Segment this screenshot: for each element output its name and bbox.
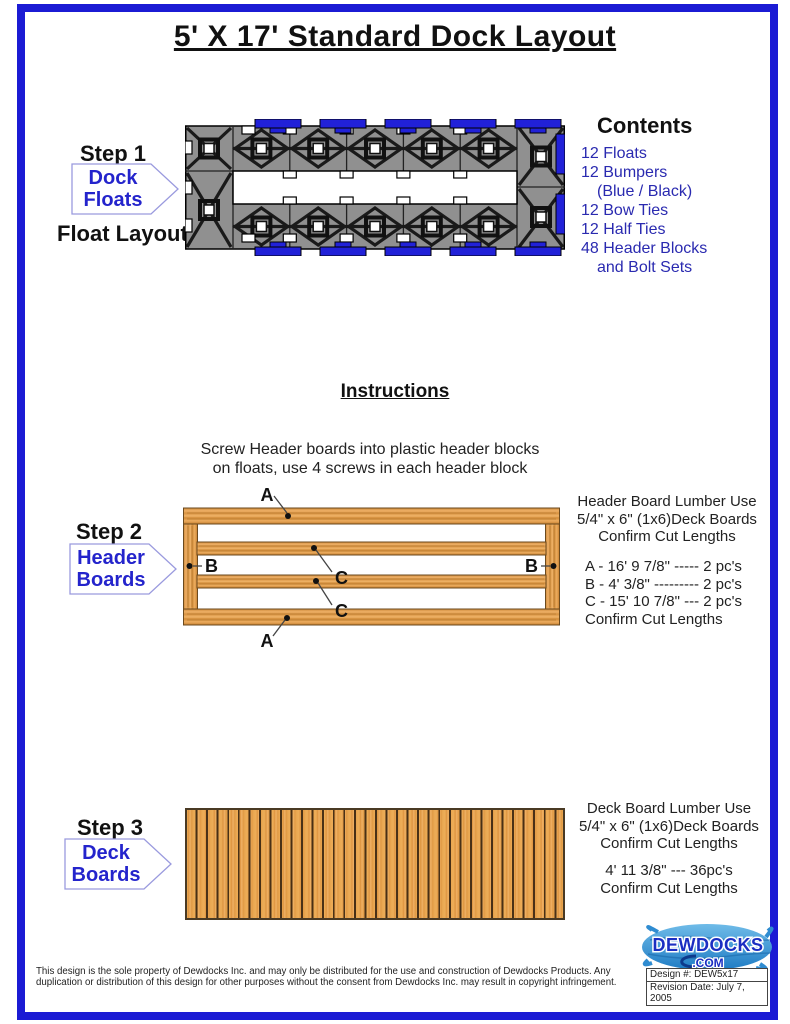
step2-label: Step 2: [76, 519, 143, 544]
arrow-shape: [71, 163, 179, 215]
header-board-a-bottom: [183, 608, 560, 626]
bumpers: [254, 119, 565, 256]
note-line2: on floats, use 4 screws in each header b…: [212, 460, 528, 477]
confirm-note: Confirm Cut Lengths: [600, 879, 738, 897]
step3-label: Step 3: [77, 815, 144, 840]
deck-board-lumber-note: Deck Board Lumber Use 5/4" x 6" (1x6)Dec…: [565, 800, 773, 853]
contents-item: 12 Half Ties: [581, 221, 666, 238]
header-board-cut-list: A - 16' 9 7/8" ----- 2 pc's B - 4' 3/8" …: [585, 558, 742, 628]
cut-item: C - 15' 10 7/8" --- 2 pc's: [585, 593, 742, 610]
header-board-c-lower: [196, 574, 547, 589]
lumber-line: Confirm Cut Lengths: [598, 528, 736, 545]
step3-tag-arrow: Deck Boards: [64, 838, 172, 890]
contents-item: 12 Bow Ties: [581, 202, 669, 219]
header-board-lumber-note: Header Board Lumber Use 5/4" x 6" (1x6)D…: [563, 493, 771, 546]
lumber-line: Deck Board Lumber Use: [586, 800, 752, 817]
lumber-line: Confirm Cut Lengths: [600, 835, 738, 852]
arrow-shape: [64, 838, 172, 890]
dewdocks-logo: DEWDOCKS .COM: [642, 924, 774, 972]
step3-tag-line1: Deck: [82, 842, 130, 864]
float-layout-caption: Float Layout: [57, 221, 188, 246]
lumber-line: Header Board Lumber Use: [577, 493, 757, 510]
logo-splash: [642, 924, 774, 972]
deck-board-cut-note: 4' 11 3/8" --- 36pc's Confirm Cut Length…: [565, 862, 773, 897]
design-info-box: Design #: DEW5x17 Revision Date: July 7,…: [646, 968, 768, 1006]
mark-b-right: B: [525, 556, 538, 576]
copyright-notice: This design is the sole property of Dewd…: [36, 966, 636, 988]
header-board-c-upper: [196, 541, 547, 556]
step1-tag-line1: Dock: [88, 167, 138, 189]
contents-item: (Blue / Black): [597, 183, 693, 200]
contents-item: and Bolt Sets: [597, 259, 693, 276]
contents-item: 48 Header Blocks: [581, 240, 708, 257]
step2-tag-arrow: Header Boards: [69, 543, 177, 595]
logo-wordmark: DEWDOCKS: [653, 935, 764, 955]
confirm-note: Confirm Cut Lengths: [585, 610, 723, 628]
mark-a-top: A: [261, 486, 274, 505]
page-border: [17, 4, 778, 1020]
copyright-line2: duplication or distribution of this desi…: [36, 977, 617, 988]
mark-c-lower: C: [335, 601, 348, 621]
page-title: 5' X 17' Standard Dock Layout: [173, 20, 617, 53]
design-number: Design #: DEW5x17: [650, 969, 739, 980]
step3-tag-line2: Boards: [71, 864, 141, 886]
contents-item: 12 Bumpers: [581, 164, 668, 181]
step2-tag-line1: Header: [77, 547, 145, 569]
cut-item: A - 16' 9 7/8" ----- 2 pc's: [585, 558, 742, 575]
cut-item: B - 4' 3/8" --------- 2 pc's: [585, 575, 742, 593]
float-layout-diagram: [185, 119, 565, 256]
contents-heading: Contents: [597, 113, 693, 138]
contents-list: 12 Floats 12 Bumpers (Blue / Black) 12 B…: [581, 144, 707, 277]
lumber-line: 5/4" x 6" (1x6)Deck Boards: [579, 817, 759, 835]
step1-tag-arrow: Dock Floats: [71, 163, 179, 215]
revision-date: Revision Date: July 7, 2005: [647, 981, 767, 1005]
step2-tag-line2: Boards: [76, 569, 146, 591]
mark-a-bottom: A: [261, 631, 274, 650]
logo-swoosh-icon: [680, 954, 697, 969]
instructions-note: Screw Header boards into plastic header …: [170, 440, 570, 478]
note-line1: Screw Header boards into plastic header …: [200, 441, 540, 458]
cut-item: 4' 11 3/8" --- 36pc's: [605, 862, 733, 879]
step1-tag-line2: Floats: [83, 189, 143, 211]
mark-c-upper: C: [335, 568, 348, 588]
contents-item: 12 Floats: [581, 145, 647, 162]
arrow-shape: [69, 543, 177, 595]
mark-b-left: B: [205, 556, 218, 576]
deck-boards-diagram: [185, 808, 565, 920]
logo-tld: .COM: [692, 956, 723, 970]
instructions-heading: Instructions: [340, 381, 450, 402]
header-boards-diagram: A B B C C A: [183, 486, 560, 650]
step1-label: Step 1: [80, 141, 147, 166]
copyright-line1: This design is the sole property of Dewd…: [36, 966, 611, 977]
lumber-line: 5/4" x 6" (1x6)Deck Boards: [577, 510, 757, 528]
header-board-a-top: [183, 507, 560, 525]
